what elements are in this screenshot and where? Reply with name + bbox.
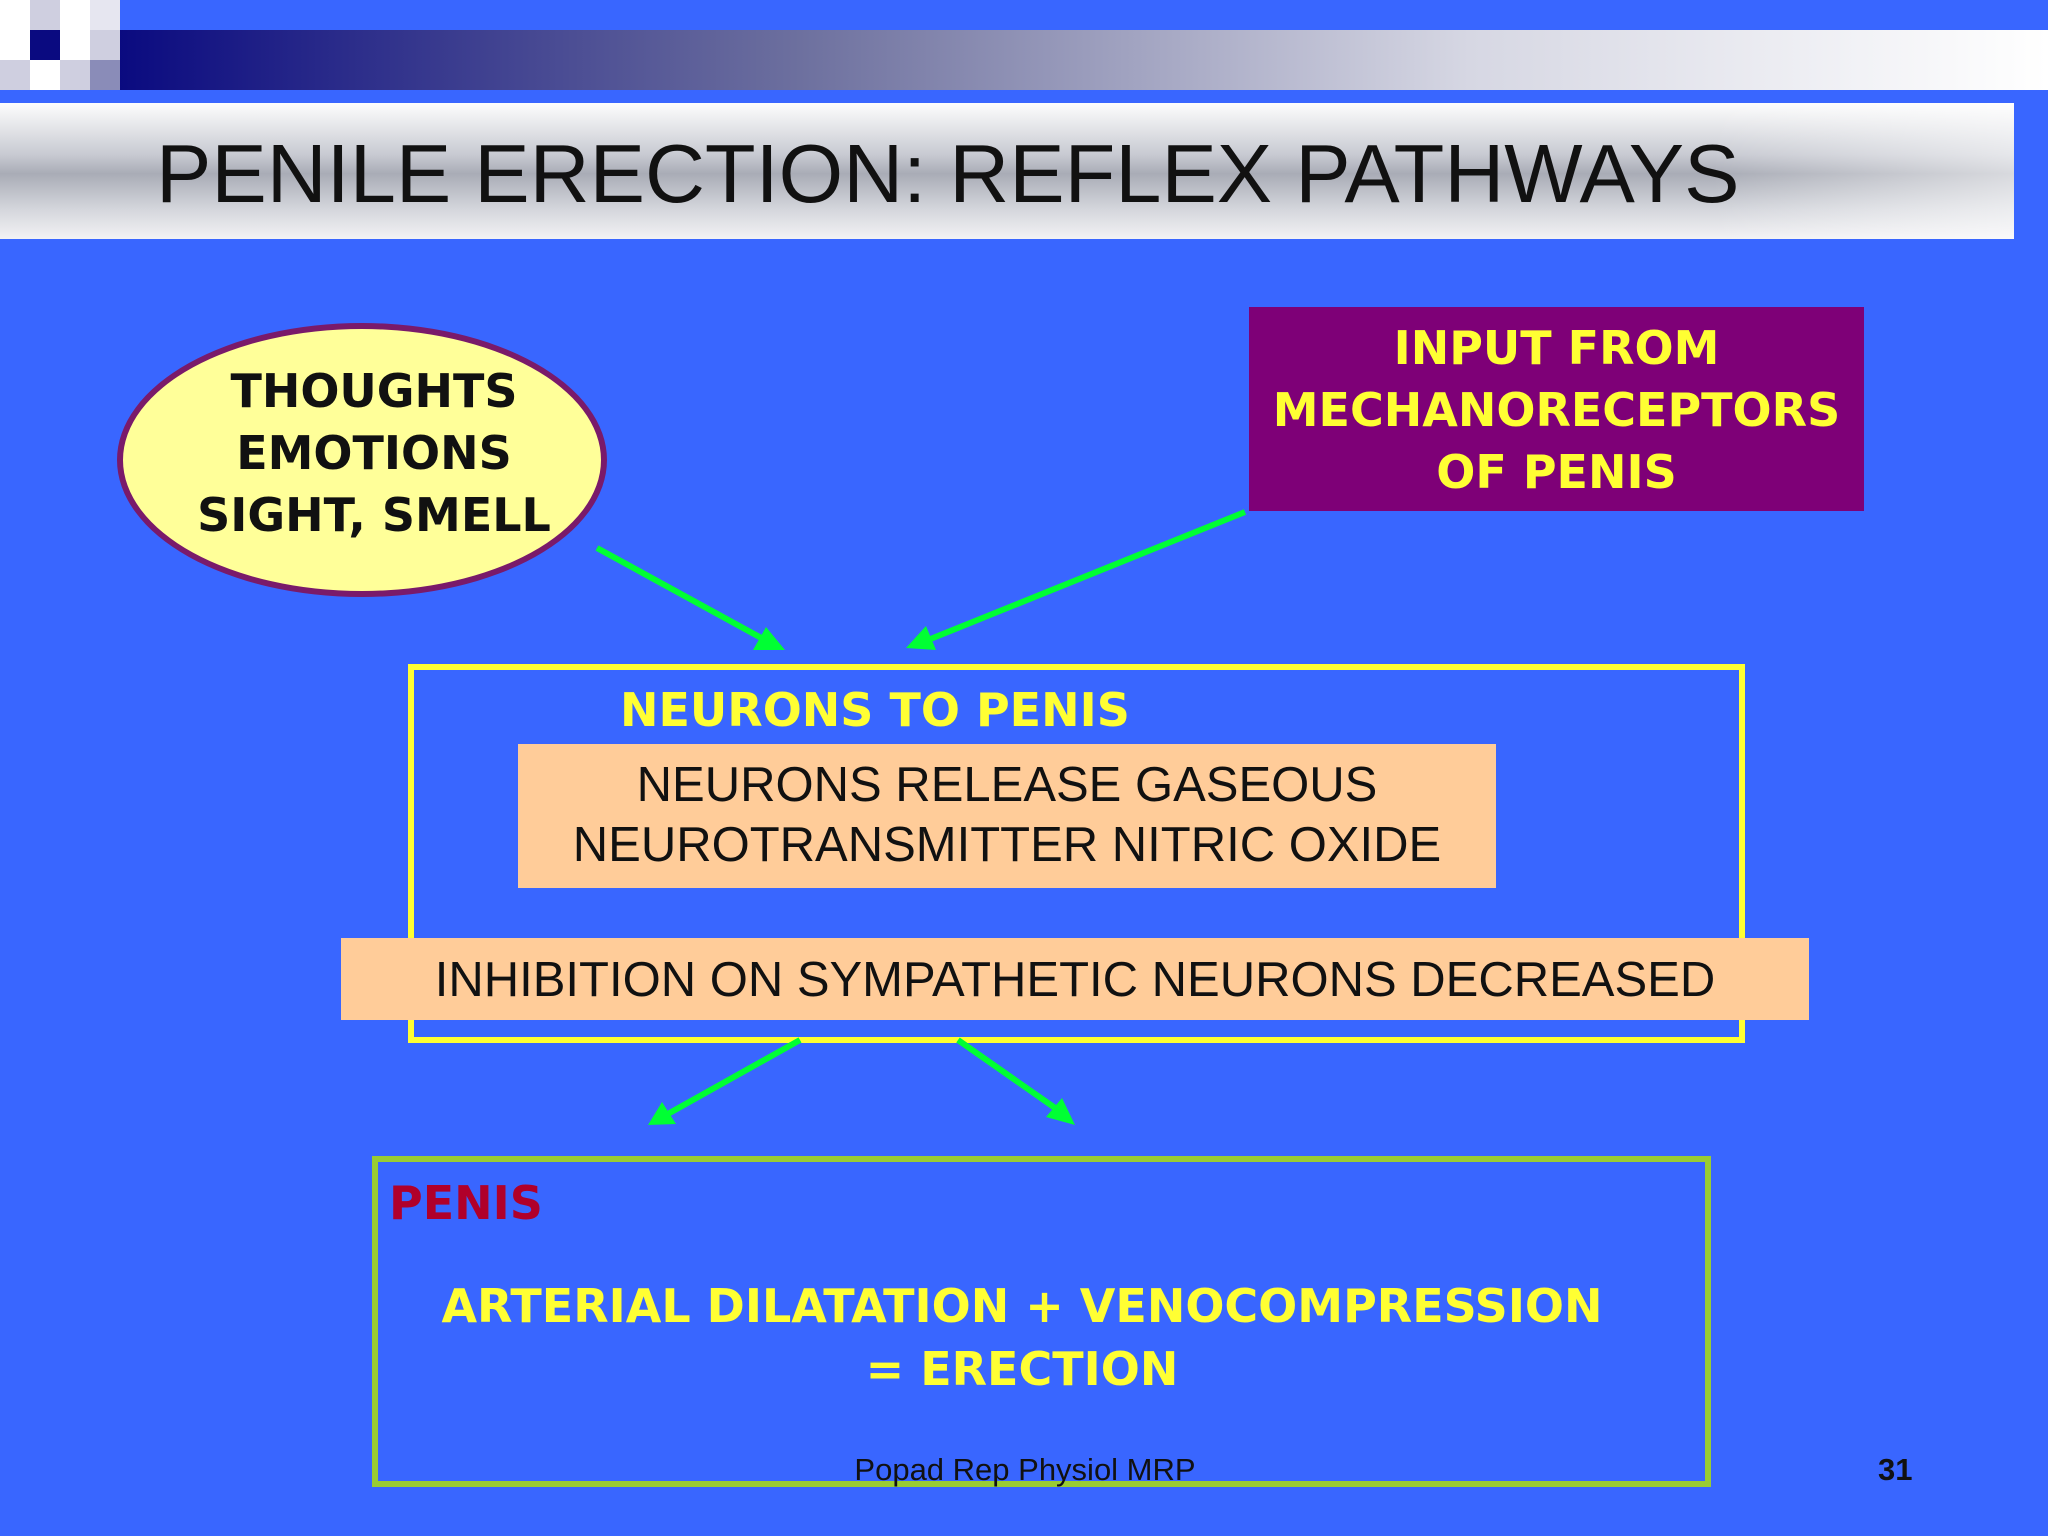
- arrowhead-icon: [1046, 1098, 1075, 1125]
- result-line: = ERECTION: [865, 1342, 1179, 1396]
- neurons-title: NEURONS TO PENIS: [620, 683, 1130, 737]
- thoughts-text: THOUGHTS EMOTIONS SIGHT, SMELL: [117, 360, 631, 546]
- arrow-mechanoreceptors-to-neurons: [926, 509, 1247, 643]
- title-band: [0, 103, 2014, 239]
- thoughts-line: EMOTIONS: [236, 426, 512, 480]
- arrowhead-icon: [648, 1102, 676, 1125]
- neurons-frame: [408, 664, 1745, 1043]
- thoughts-line: SIGHT, SMELL: [197, 488, 551, 542]
- mechanoreceptor-line: MECHANORECEPTORS: [1272, 383, 1841, 437]
- arrow-neurons-to-penis-right: [956, 1037, 1060, 1113]
- mechanoreceptor-line: OF PENIS: [1436, 445, 1677, 499]
- arrow-thoughts-to-neurons: [595, 545, 767, 643]
- penis-frame: [372, 1156, 1711, 1487]
- nitric-oxide-line: NEURONS RELEASE GASEOUS: [636, 758, 1378, 812]
- inhibition-text: INHIBITION ON SYMPATHETIC NEURONS DECREA…: [434, 953, 1716, 1007]
- nitric-oxide-box: [518, 744, 1496, 888]
- thoughts-ellipse: [117, 323, 607, 597]
- slide-title: PENILE ERECTION: REFLEX PATHWAYS: [156, 127, 1740, 220]
- footer-text: Popad Rep Physiol MRP: [854, 1452, 1196, 1487]
- nitric-oxide-text: NEURONS RELEASE GASEOUS NEUROTRANSMITTER…: [518, 755, 1496, 875]
- mechanoreceptor-box: [1249, 307, 1864, 511]
- inhibition-box: [341, 938, 1809, 1020]
- thoughts-line: THOUGHTS: [230, 364, 518, 418]
- page-number: 31: [1878, 1452, 1913, 1487]
- mechanoreceptor-line: INPUT FROM: [1393, 321, 1720, 375]
- mechanoreceptor-text: INPUT FROM MECHANORECEPTORS OF PENIS: [1249, 317, 1864, 503]
- header-decoration: [0, 0, 2048, 100]
- penis-label: PENIS: [389, 1176, 543, 1230]
- arrowhead-icon: [906, 626, 936, 650]
- nitric-oxide-line: NEUROTRANSMITTER NITRIC OXIDE: [572, 818, 1442, 872]
- arrow-neurons-to-penis-left: [664, 1037, 802, 1118]
- arrowhead-icon: [753, 627, 785, 650]
- result-line: ARTERIAL DILATATION + VENOCOMPRESSION: [441, 1279, 1603, 1333]
- erection-result-text: ARTERIAL DILATATION + VENOCOMPRESSION = …: [372, 1275, 1672, 1401]
